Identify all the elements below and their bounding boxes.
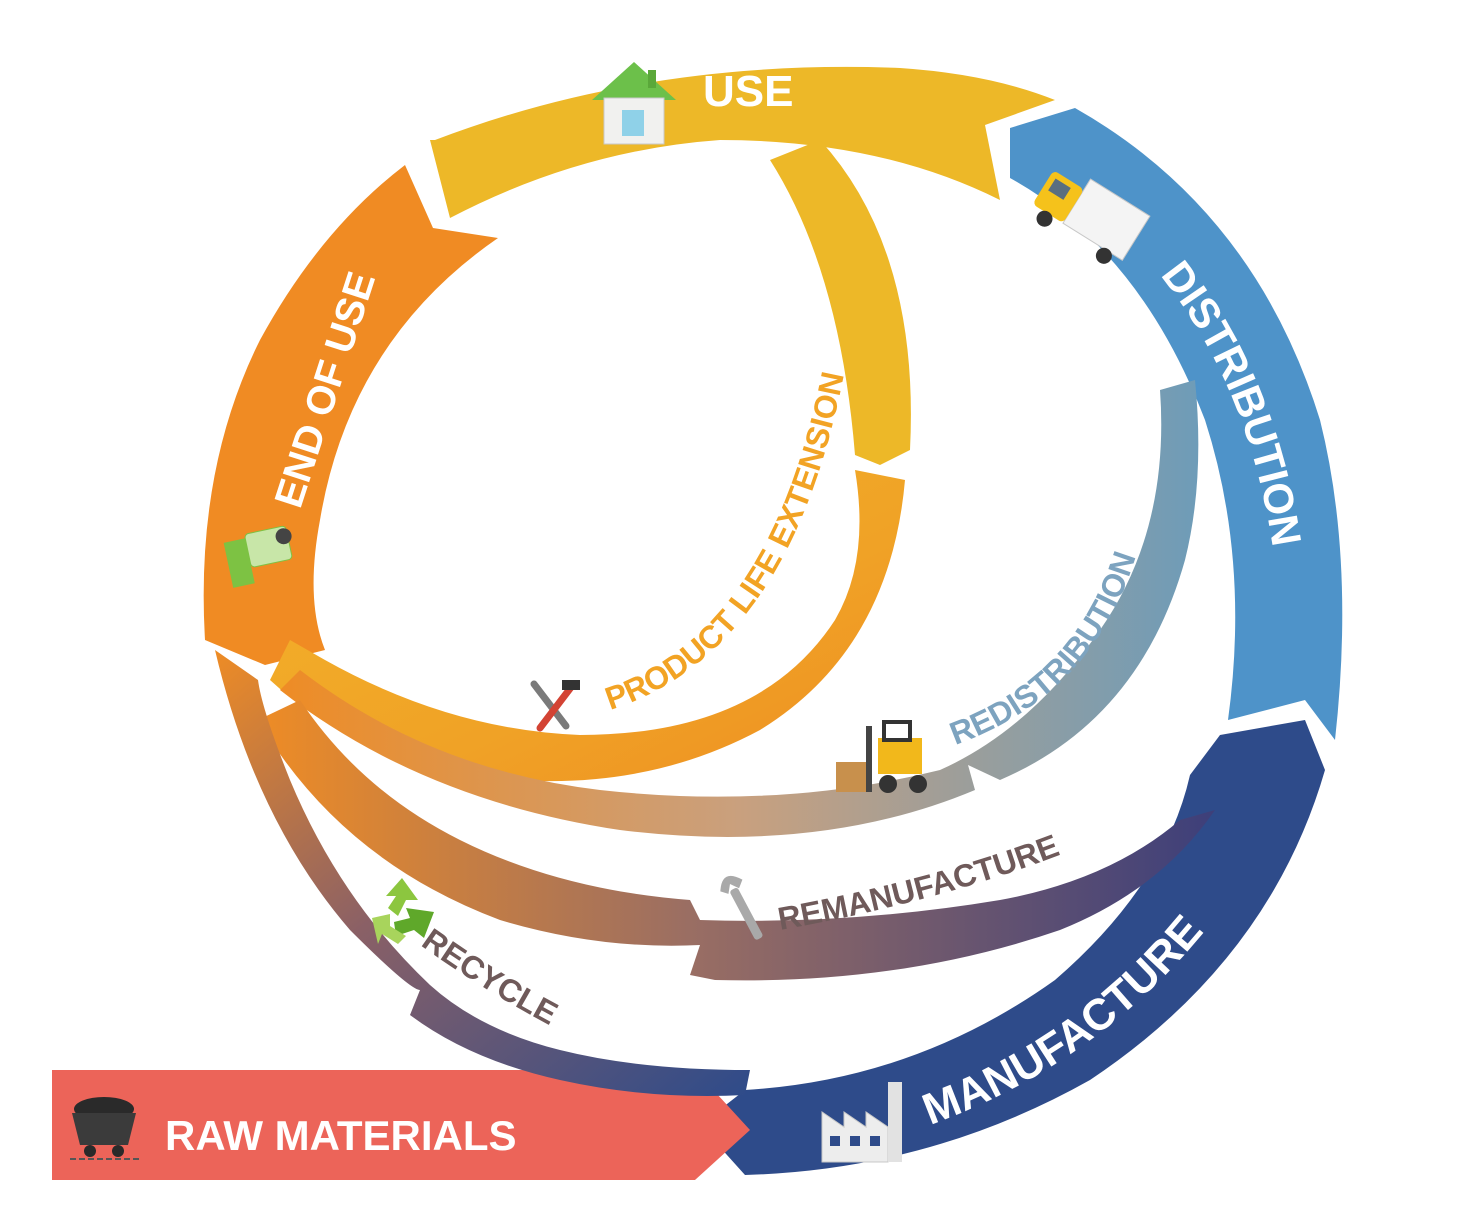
use-label: USE bbox=[703, 67, 793, 116]
factory-icon bbox=[821, 1082, 902, 1163]
recycle-icon bbox=[372, 878, 434, 944]
raw-materials-band bbox=[52, 1070, 750, 1180]
product-life-extension-loop-lower bbox=[270, 470, 905, 782]
end-of-use-band bbox=[203, 165, 498, 665]
tools-icon bbox=[530, 680, 580, 732]
raw-materials-label: RAW MATERIALS bbox=[165, 1112, 517, 1159]
remanufacture-loop bbox=[258, 700, 1215, 981]
manufacture-band bbox=[700, 720, 1325, 1175]
use-band bbox=[430, 66, 1055, 218]
mine-cart-icon bbox=[70, 1097, 142, 1160]
forklift-icon bbox=[836, 720, 927, 793]
wrench-icon bbox=[720, 875, 763, 940]
truck-icon bbox=[1034, 172, 1151, 264]
house-icon bbox=[592, 62, 676, 145]
recycle-bin-icon bbox=[223, 525, 293, 588]
product-life-extension-loop bbox=[770, 140, 911, 465]
recycle-loop bbox=[215, 650, 750, 1096]
distribution-band bbox=[1010, 108, 1343, 740]
